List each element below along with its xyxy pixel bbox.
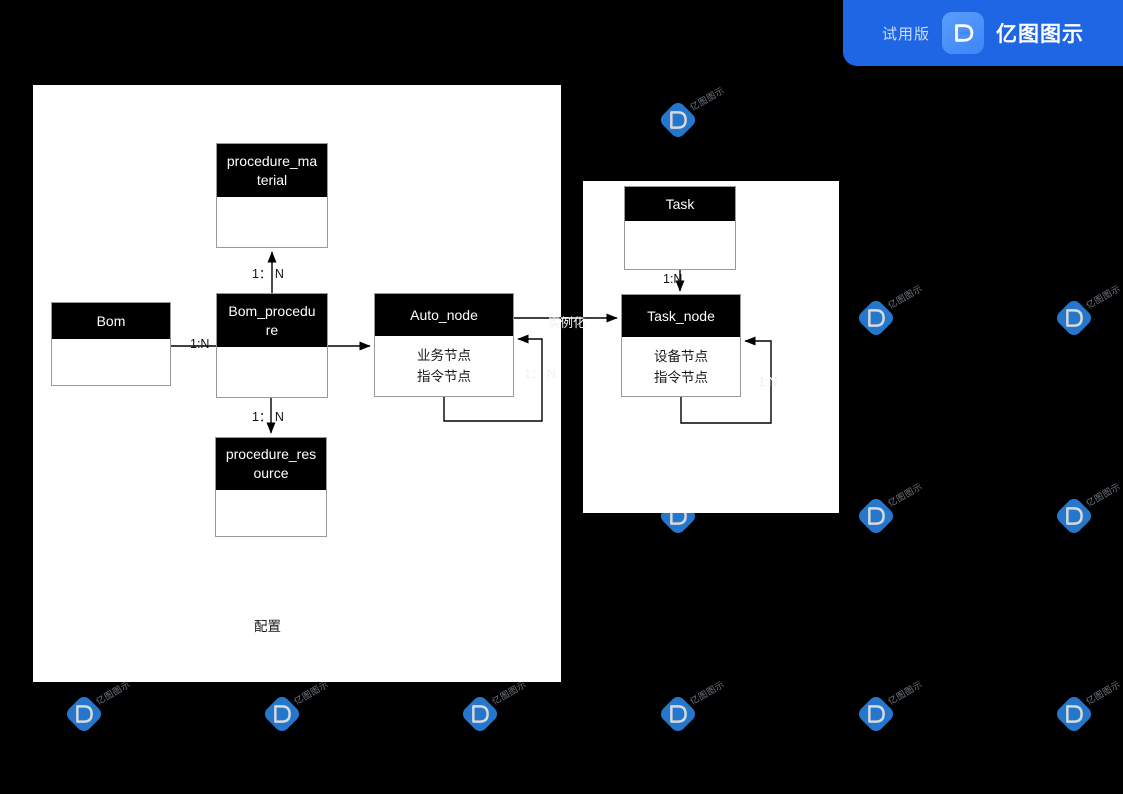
edraw-watermark-icon [1055,695,1093,733]
brand-name: 亿图图示 [996,23,1084,46]
entity-bom-procedure[interactable]: Bom_procedu re [216,293,328,398]
connector-label-bom-procedure-to-resource: 1： N [252,410,284,424]
connector-label-instantiate: 实例化 [548,316,586,330]
watermark-text: 亿图图示 [886,481,925,509]
connector-label-bom-to-bom-procedure: 1:N [190,337,210,351]
edraw-watermark-icon [263,695,301,733]
entity-body [625,221,735,269]
entity-title: procedure_res ource [216,438,326,490]
watermark-text: 亿图图示 [886,283,925,311]
edraw-watermark-icon [65,695,103,733]
canvas-note-config: 配置 [254,619,281,634]
watermark-text: 亿图图示 [1084,283,1123,311]
connector-label-auto-node-self-loop: 1： N [524,367,556,381]
entity-title: Bom_procedu re [217,294,327,347]
entity-task-node[interactable]: Task_node 设备节点 指令节点 [621,294,741,397]
connector-label-task-to-task-node: 1:N [663,272,683,286]
connector-label-task-node-self-loop: 1:N [758,375,778,389]
edraw-watermark-icon [461,695,499,733]
trial-badge[interactable]: 试用版 亿图图示 [843,0,1123,66]
watermark-text: 亿图图示 [688,85,727,113]
entity-body: 设备节点 指令节点 [622,337,740,396]
watermark-text: 亿图图示 [688,679,727,707]
entity-body [217,197,327,247]
watermark-text: 亿图图示 [886,679,925,707]
entity-task[interactable]: Task [624,186,736,270]
entity-procedure-material[interactable]: procedure_ma terial [216,143,328,248]
entity-auto-node[interactable]: Auto_node 业务节点 指令节点 [374,293,514,397]
watermark-text: 亿图图示 [1084,481,1123,509]
edraw-watermark-icon [1055,497,1093,535]
trial-label: 试用版 [881,25,930,43]
edraw-watermark-icon [659,695,697,733]
entity-bom[interactable]: Bom [51,302,171,386]
edraw-watermark-icon [659,101,697,139]
edraw-watermark-icon [1055,299,1093,337]
entity-body [52,339,170,385]
entity-procedure-resource[interactable]: procedure_res ource [215,437,327,537]
watermark-text: 亿图图示 [1084,679,1123,707]
connector-label-bom-procedure-to-material: 1： N [252,267,284,281]
entity-body [216,490,326,536]
entity-title: Auto_node [375,294,513,336]
edraw-watermark-icon [857,299,895,337]
edraw-logo-icon [942,12,984,54]
entity-title: Task_node [622,295,740,337]
entity-title: Task [625,187,735,221]
entity-title: Bom [52,303,170,339]
entity-title: procedure_ma terial [217,144,327,197]
entity-body: 业务节点 指令节点 [375,336,513,396]
edraw-watermark-icon [857,695,895,733]
edraw-watermark-icon [857,497,895,535]
entity-body [217,347,327,397]
